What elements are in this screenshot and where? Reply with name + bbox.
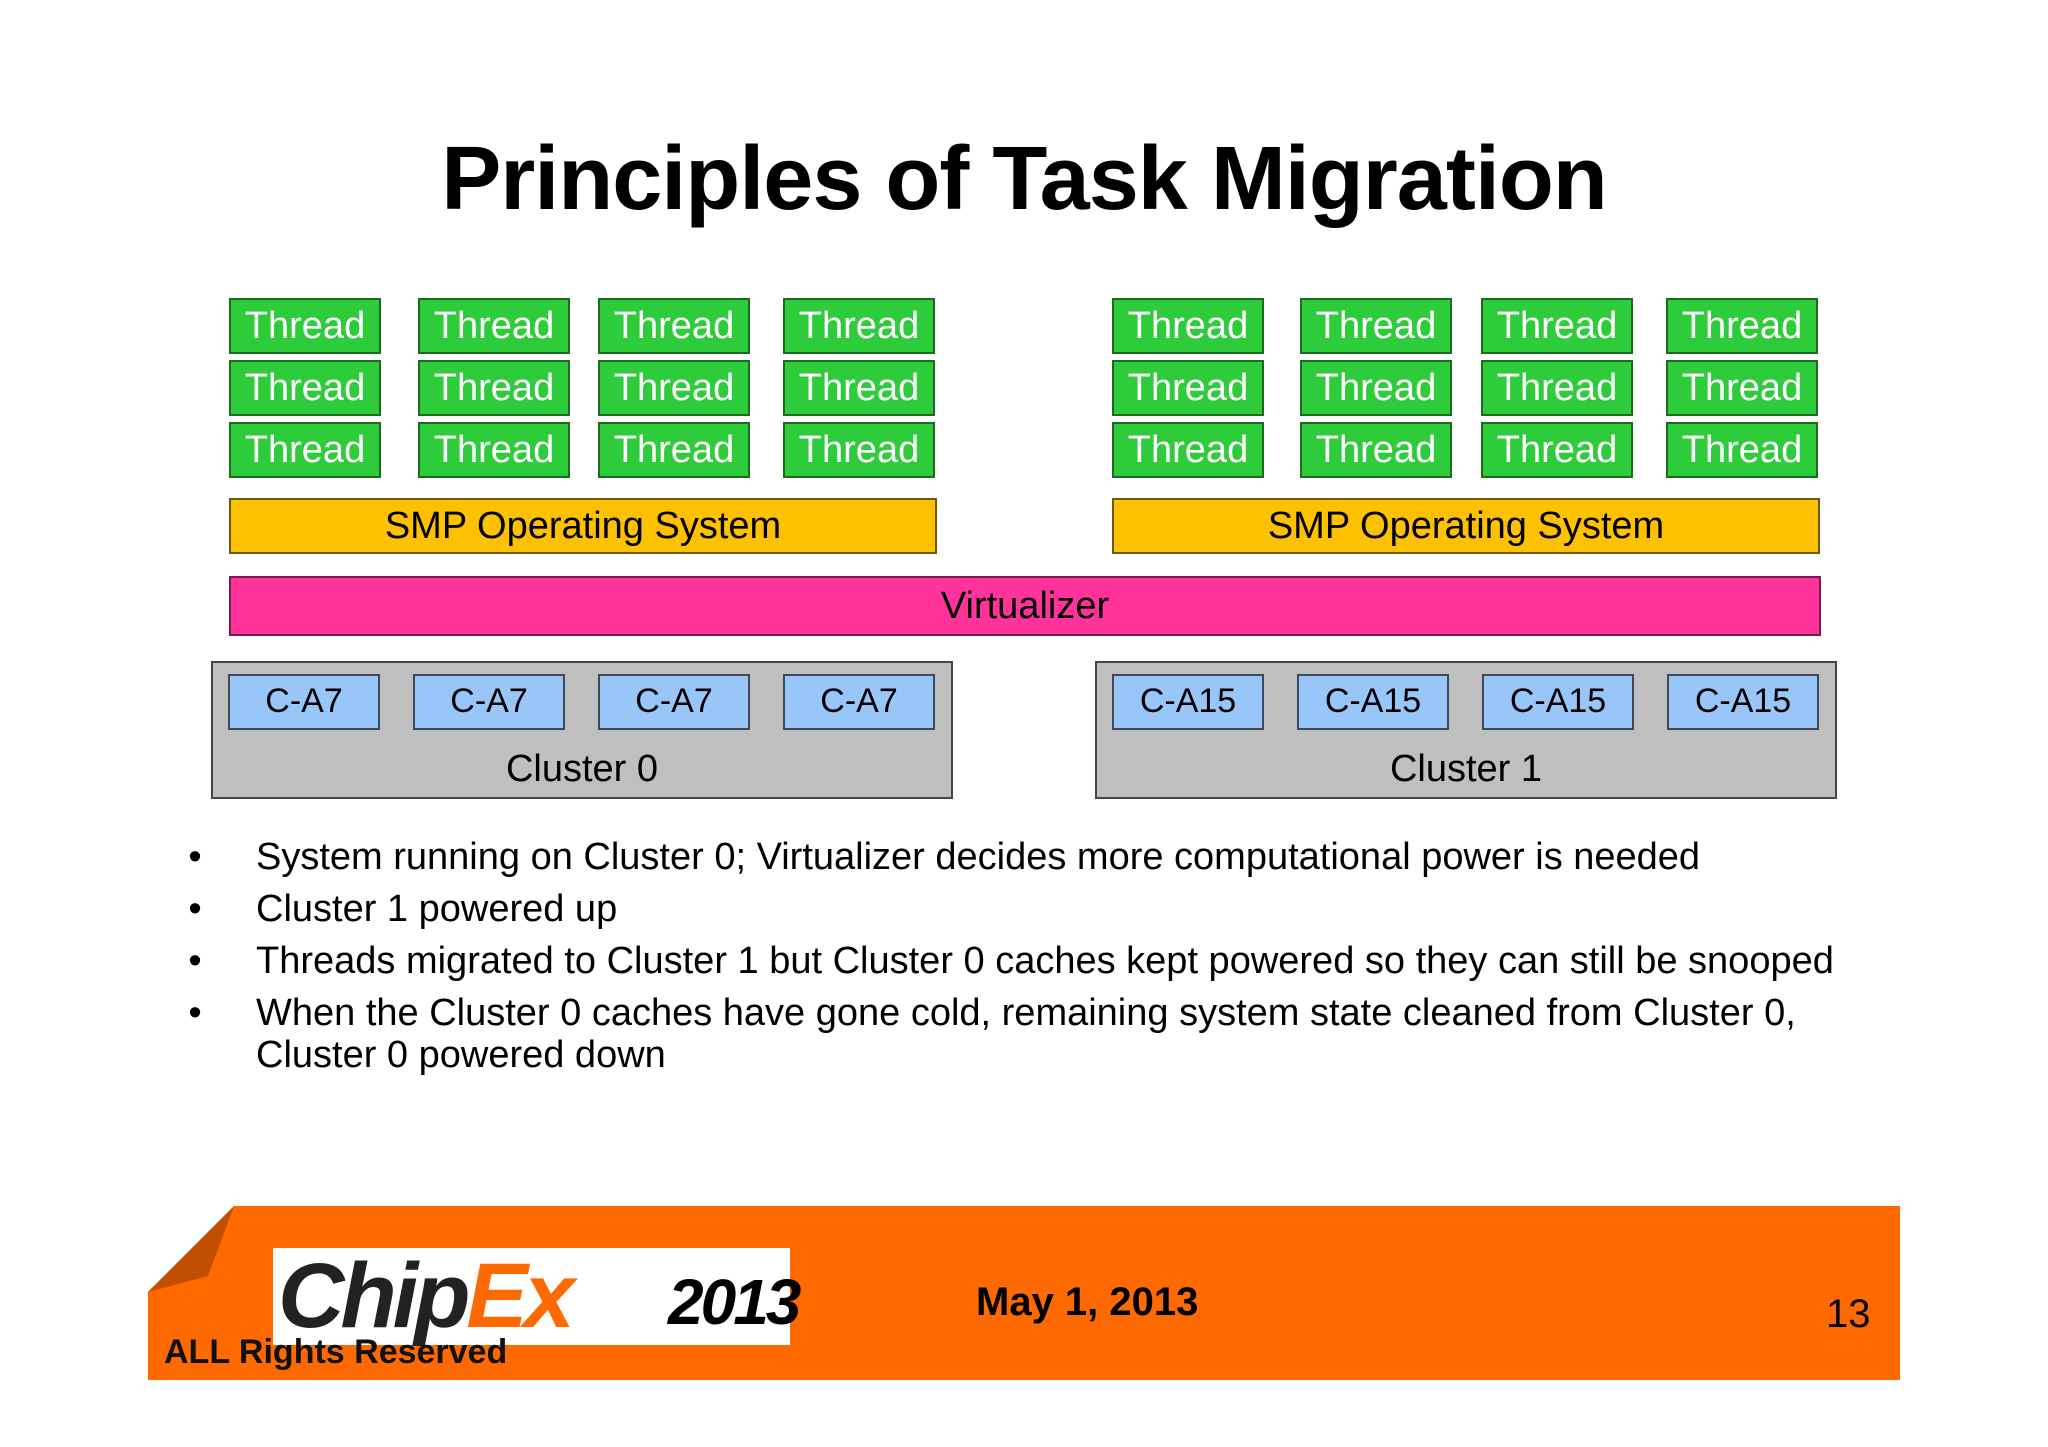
smp-os-right: SMP Operating System: [1112, 498, 1820, 554]
thread-box: Thread: [1481, 360, 1633, 416]
thread-box: Thread: [1112, 360, 1264, 416]
thread-box: Thread: [1112, 298, 1264, 354]
thread-box: Thread: [418, 298, 570, 354]
thread-box: Thread: [598, 422, 750, 478]
core-a7: C-A7: [413, 674, 565, 730]
rights-text: ALL Rights Reserved: [164, 1333, 508, 1371]
thread-box: Thread: [229, 360, 381, 416]
smp-os-left: SMP Operating System: [229, 498, 937, 554]
thread-box: Thread: [783, 360, 935, 416]
logo-year: 2013: [668, 1266, 801, 1338]
page-number: 13: [1826, 1292, 1871, 1336]
bullet-item: •When the Cluster 0 caches have gone col…: [180, 992, 1880, 1076]
thread-box: Thread: [1481, 298, 1633, 354]
thread-box: Thread: [418, 422, 570, 478]
thread-box: Thread: [1666, 422, 1818, 478]
virtualizer-bar: Virtualizer: [229, 576, 1821, 636]
thread-box: Thread: [1481, 422, 1633, 478]
bullet-dot: •: [188, 992, 202, 1034]
bullet-item: •Cluster 1 powered up: [180, 888, 1880, 930]
bullet-item: •System running on Cluster 0; Virtualize…: [180, 836, 1880, 878]
bullet-list: •System running on Cluster 0; Virtualize…: [180, 836, 1880, 1086]
bullet-item: •Threads migrated to Cluster 1 but Clust…: [180, 940, 1880, 982]
thread-box: Thread: [1300, 360, 1452, 416]
thread-box: Thread: [1666, 298, 1818, 354]
footer-date: May 1, 2013: [976, 1280, 1199, 1324]
thread-box: Thread: [783, 298, 935, 354]
thread-box: Thread: [1112, 422, 1264, 478]
core-a7: C-A7: [228, 674, 380, 730]
thread-box: Thread: [1666, 360, 1818, 416]
slide-title: Principles of Task Migration: [441, 129, 1608, 229]
core-a15: C-A15: [1482, 674, 1634, 730]
core-a15: C-A15: [1667, 674, 1819, 730]
logo-text: ChipEx: [278, 1245, 575, 1347]
thread-box: Thread: [1300, 298, 1452, 354]
core-a7: C-A7: [783, 674, 935, 730]
core-a15: C-A15: [1297, 674, 1449, 730]
thread-box: Thread: [229, 422, 381, 478]
bullet-dot: •: [188, 940, 202, 982]
page-fold-icon: [148, 1206, 234, 1292]
bullet-dot: •: [188, 888, 202, 930]
thread-box: Thread: [1300, 422, 1452, 478]
thread-box: Thread: [783, 422, 935, 478]
thread-box: Thread: [598, 360, 750, 416]
cluster-0-label: Cluster 0: [505, 748, 659, 790]
thread-box: Thread: [418, 360, 570, 416]
thread-box: Thread: [598, 298, 750, 354]
bullet-dot: •: [188, 836, 202, 878]
chipex-logo: [273, 1248, 790, 1345]
core-a15: C-A15: [1112, 674, 1264, 730]
core-a7: C-A7: [598, 674, 750, 730]
thread-box: Thread: [229, 298, 381, 354]
cluster-1-label: Cluster 1: [1389, 748, 1543, 790]
